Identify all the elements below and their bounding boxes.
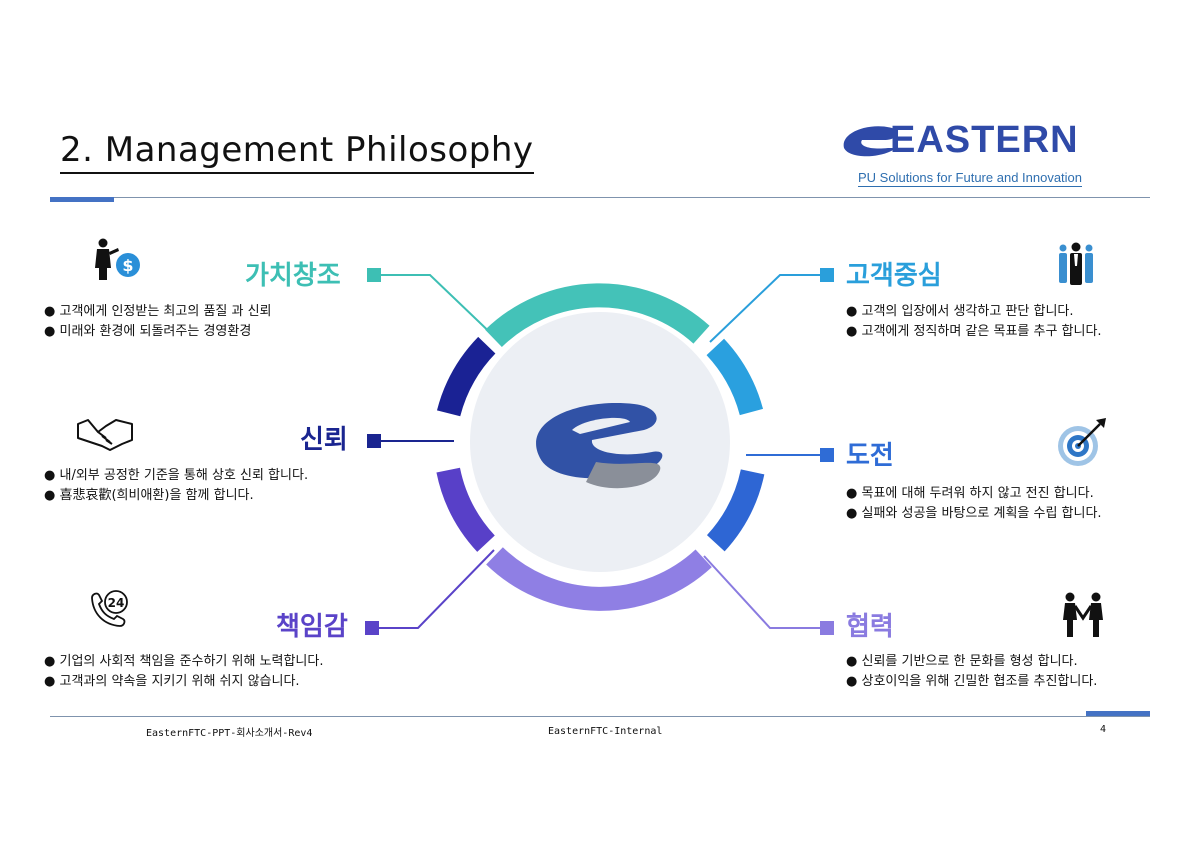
- logo-wordmark: EASTERN: [890, 119, 1079, 161]
- list-item: 고객과의 약속을 지키기 위해 쉬지 않습니다.: [44, 672, 323, 692]
- heading-responsibility: 책임감: [276, 612, 348, 642]
- connector-customer: [709, 274, 820, 343]
- ring-segment-cooperation: [486, 547, 712, 611]
- header-divider: [50, 197, 1150, 198]
- heading-cooperation: 협력: [846, 612, 894, 642]
- businessman-dollar-icon: $: [95, 238, 140, 280]
- target-dart-icon: [1058, 418, 1106, 466]
- list-trust: 내/외부 공정한 기준을 통해 상호 신뢰 합니다. 喜悲哀歡(희비애환)을 함…: [44, 466, 308, 506]
- svg-text:24: 24: [108, 596, 125, 610]
- ring-segment-customer: [706, 338, 763, 416]
- center-disk: [470, 312, 730, 572]
- two-people-holding-hands-icon: [1063, 592, 1103, 637]
- list-customer-focus: 고객의 입장에서 생각하고 판단 합니다. 고객에게 정직하며 같은 목표를 추…: [846, 302, 1102, 342]
- header-accent-bar: [50, 197, 114, 202]
- heading-challenge: 도전: [846, 441, 894, 471]
- connector-cooperation: [703, 555, 826, 629]
- list-item: 실패와 성공을 바탕으로 계획을 수립 합니다.: [846, 504, 1101, 524]
- ring-segment-trust: [436, 336, 496, 417]
- list-value-creation: 고객에게 인정받는 최고의 품질 과 신뢰 미래와 환경에 되돌려주는 경영환경: [44, 302, 272, 342]
- list-item: 신뢰를 기반으로 한 문화를 형성 합니다.: [846, 652, 1097, 672]
- list-challenge: 목표에 대해 두려워 하지 않고 전진 합니다. 실패와 성공을 바탕으로 계획…: [846, 484, 1102, 524]
- page-title: 2. Management Philosophy: [60, 128, 534, 174]
- logo-e-swoosh-icon: [843, 126, 898, 157]
- marker-responsibility: [365, 621, 379, 635]
- footer-classification: EasternFTC-Internal: [548, 726, 663, 737]
- marker-value: [367, 268, 381, 282]
- footer-divider: [50, 716, 1150, 717]
- marker-customer: [820, 268, 834, 282]
- footer-accent-bar: [1086, 711, 1150, 716]
- list-item: 상호이익을 위해 긴밀한 협조를 추진합니다.: [846, 672, 1097, 692]
- phone-24-icon: 24: [91, 590, 128, 627]
- marker-cooperation: [820, 621, 834, 635]
- marker-challenge: [820, 448, 834, 462]
- ring-segment-challenge: [706, 469, 765, 552]
- heading-value-creation: 가치창조: [245, 261, 341, 291]
- list-responsibility: 기업의 사회적 책임을 준수하기 위해 노력합니다. 고객과의 약속을 지키기 …: [44, 652, 323, 692]
- list-item: 내/외부 공정한 기준을 통해 상호 신뢰 합니다.: [44, 466, 308, 486]
- list-item: 고객의 입장에서 생각하고 판단 합니다.: [846, 302, 1102, 322]
- handshake-icon: [77, 419, 133, 451]
- team-people-icon: [1059, 242, 1093, 285]
- list-item: 목표에 대해 두려워 하지 않고 전진 합니다.: [846, 484, 1102, 504]
- heading-customer-focus: 고객중심: [846, 261, 942, 291]
- page-number: 4: [1100, 724, 1107, 735]
- list-cooperation: 신뢰를 기반으로 한 문화를 형성 합니다. 상호이익을 위해 긴밀한 협조를 …: [846, 652, 1097, 692]
- heading-trust: 신뢰: [300, 425, 348, 455]
- connector-value: [380, 274, 501, 343]
- connector-responsibility: [372, 549, 495, 629]
- list-item: 고객에게 인정받는 최고의 품질 과 신뢰: [44, 302, 271, 322]
- list-item: 고객에게 정직하며 같은 목표를 추구 합니다.: [846, 322, 1101, 342]
- marker-trust: [367, 434, 381, 448]
- center-e-logo-icon: [536, 403, 663, 489]
- list-item: 미래와 환경에 되돌려주는 경영환경: [44, 322, 272, 342]
- ring-segment-responsibility: [436, 467, 495, 552]
- footer-document-id: EasternFTC-PPT-회사소개서-Rev4: [146, 728, 313, 739]
- eastern-logo: EASTERN: [843, 119, 1079, 161]
- brand-tagline: PU Solutions for Future and Innovation: [858, 170, 1083, 187]
- list-item: 기업의 사회적 책임을 준수하기 위해 노력합니다.: [44, 652, 323, 672]
- svg-text:$: $: [122, 256, 133, 275]
- list-item: 喜悲哀歡(희비애환)을 함께 합니다.: [44, 486, 308, 506]
- ring-segment-value: [485, 283, 710, 348]
